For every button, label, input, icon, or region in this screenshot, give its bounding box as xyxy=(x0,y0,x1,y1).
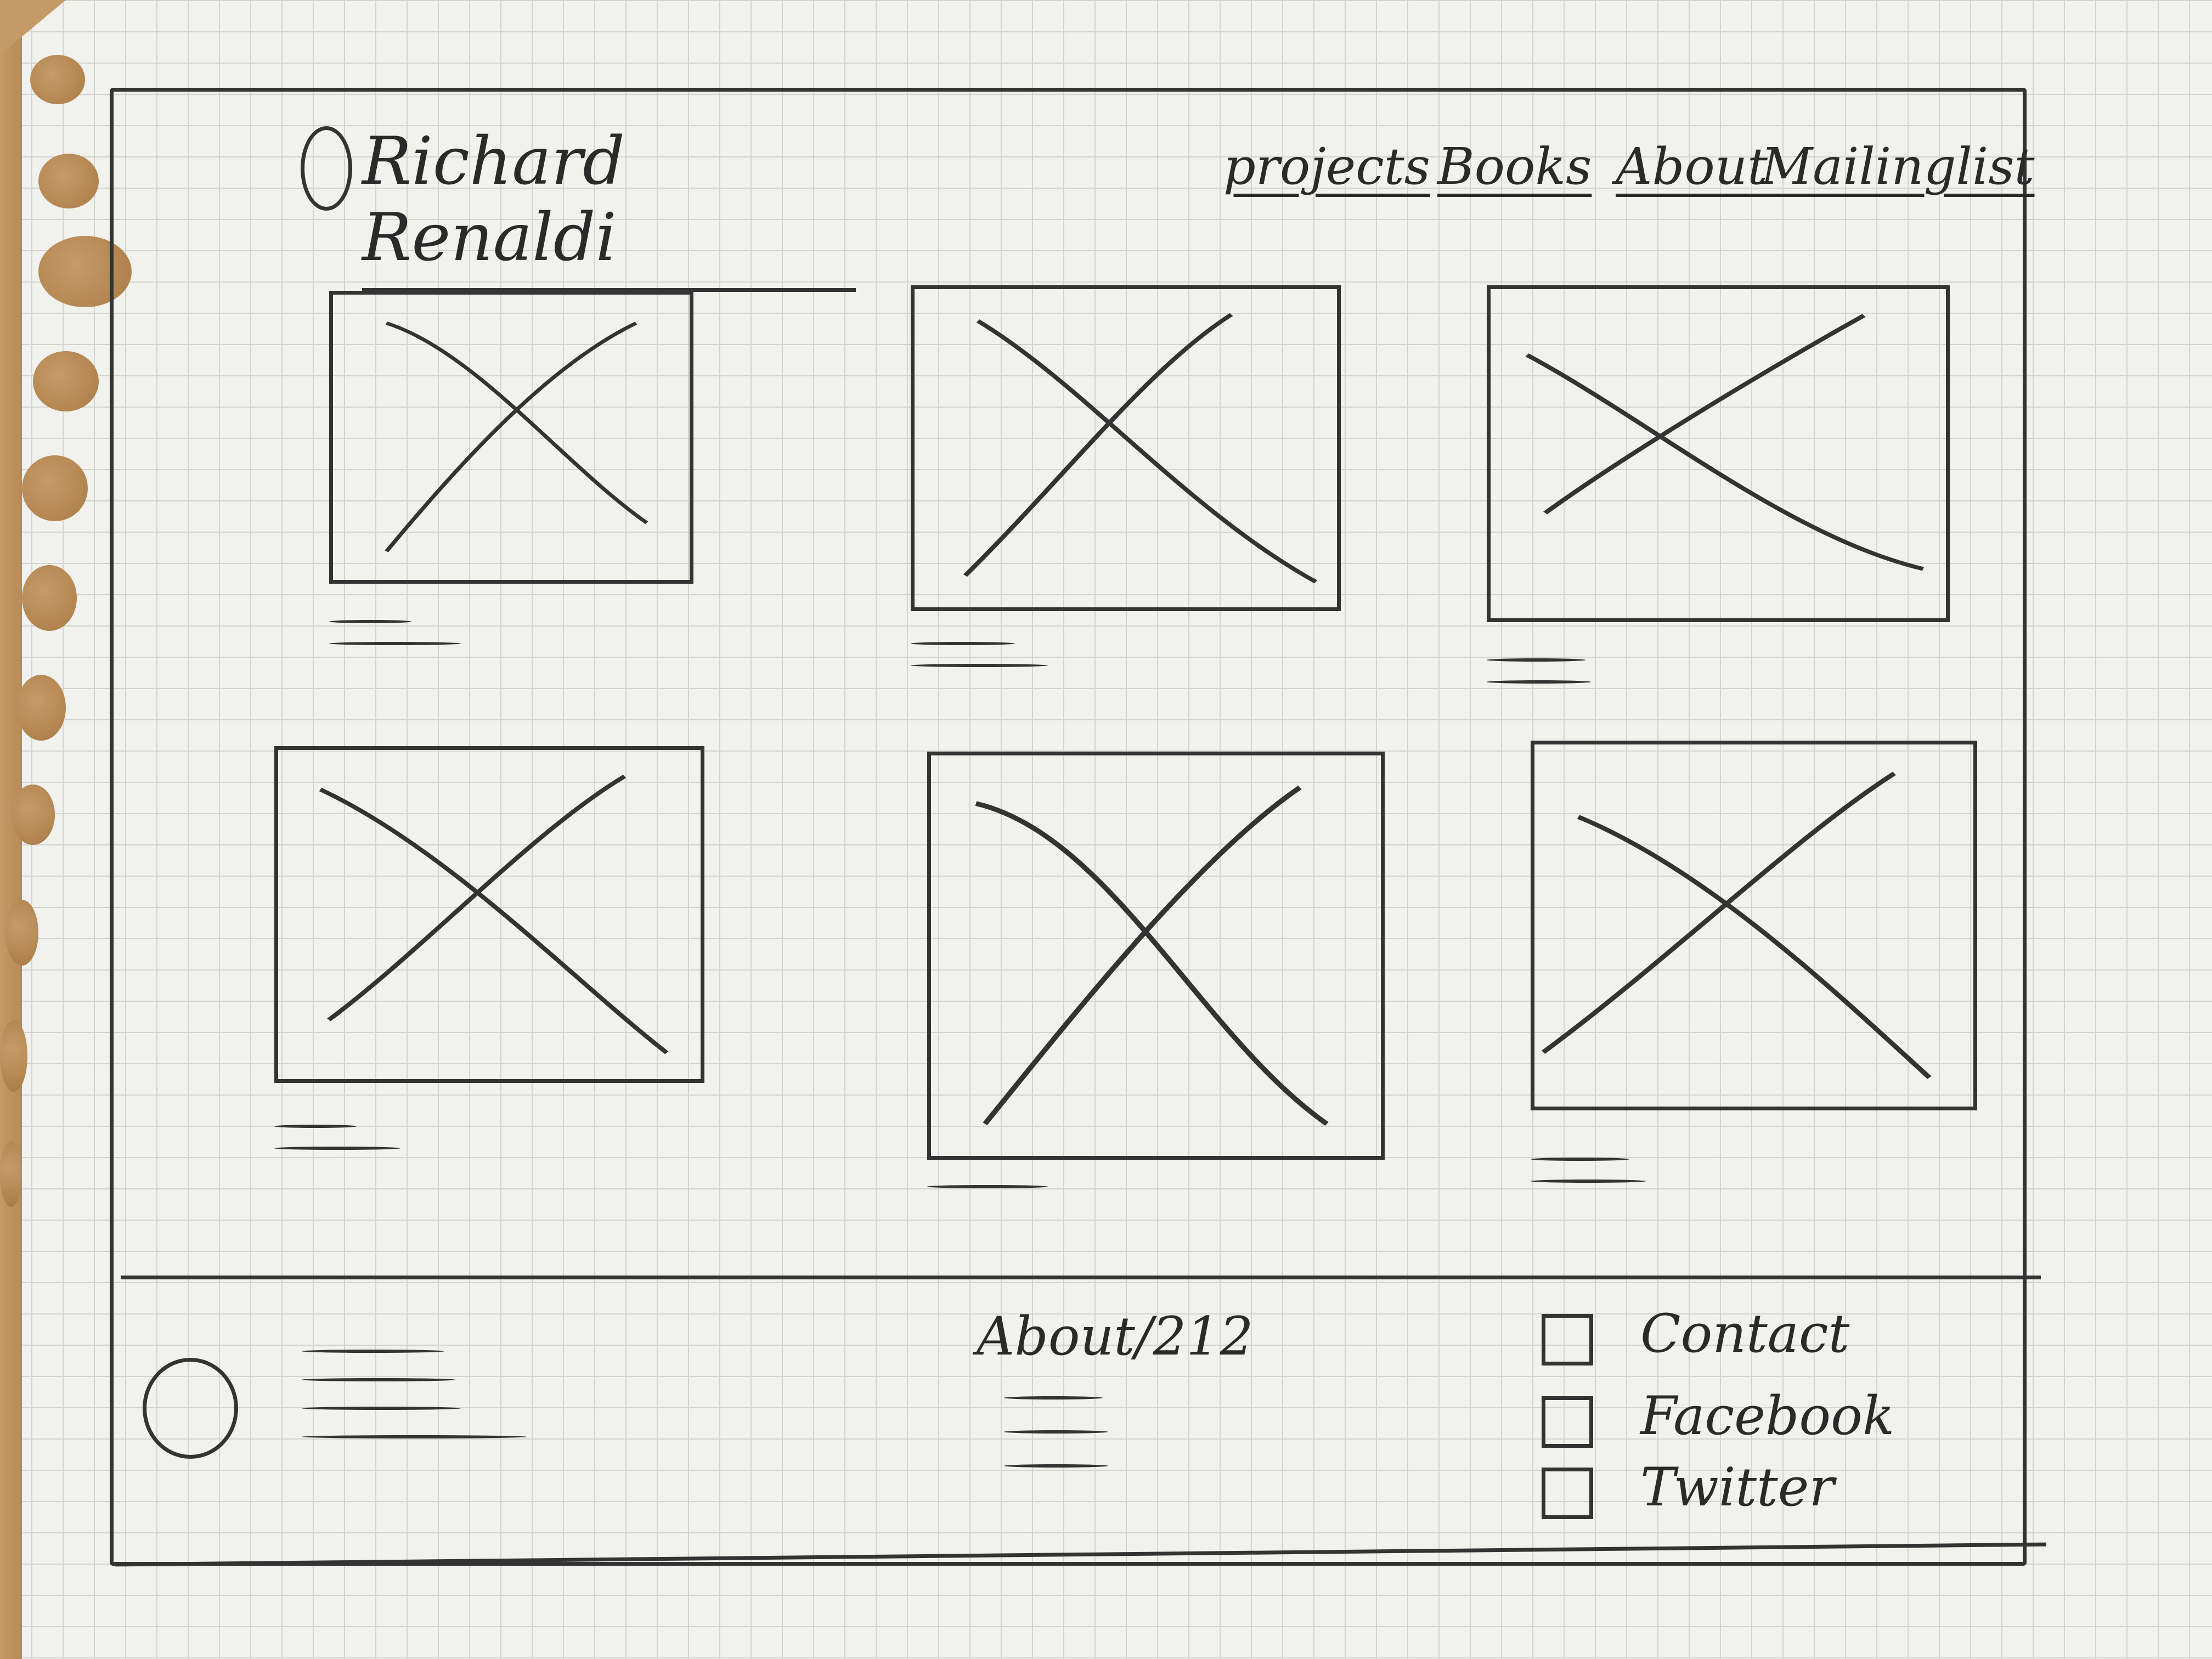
image-placeholder[interactable] xyxy=(1531,741,1977,1110)
facebook-icon xyxy=(1542,1396,1593,1448)
caption-placeholder xyxy=(1487,658,1591,702)
page-frame xyxy=(110,88,2027,1566)
gallery-card[interactable] xyxy=(1531,741,1980,1223)
gallery-card[interactable] xyxy=(1487,285,1953,702)
footer-about-heading: About/212 xyxy=(977,1306,1254,1367)
image-placeholder-icon xyxy=(385,321,648,552)
binder-hole xyxy=(0,1141,22,1207)
gallery-card[interactable] xyxy=(329,291,702,664)
nav-link-books[interactable]: Books xyxy=(1437,137,1592,196)
gallery-card[interactable] xyxy=(927,752,1421,1223)
gallery-card[interactable] xyxy=(274,746,724,1174)
binder-hole xyxy=(30,55,85,104)
image-placeholder[interactable] xyxy=(911,285,1341,611)
binder-hole xyxy=(22,455,88,521)
nav-link-mailinglist[interactable]: Mailinglist xyxy=(1761,137,2035,196)
image-placeholder[interactable] xyxy=(1487,285,1950,622)
social-label-facebook[interactable]: Facebook xyxy=(1640,1385,1895,1447)
binder-hole xyxy=(38,154,99,208)
binder-hole xyxy=(16,675,66,741)
binder-hole xyxy=(22,565,77,631)
image-placeholder-icon xyxy=(1541,771,1932,1079)
circle-icon[interactable] xyxy=(301,126,352,211)
social-label-contact[interactable]: Contact xyxy=(1640,1303,1850,1364)
caption-placeholder xyxy=(329,620,461,664)
caption-placeholder xyxy=(1531,1158,1646,1201)
nav-link-projects[interactable]: projects xyxy=(1223,137,1430,196)
binder-hole xyxy=(11,785,55,845)
site-title[interactable]: Richard Renaldi xyxy=(362,123,856,292)
gallery-card[interactable] xyxy=(911,285,1350,702)
image-placeholder[interactable] xyxy=(274,746,704,1083)
footer-text-placeholder xyxy=(302,1350,527,1464)
twitter-icon xyxy=(1542,1468,1593,1519)
social-label-twitter[interactable]: Twitter xyxy=(1640,1457,1835,1518)
image-placeholder-icon xyxy=(975,785,1329,1126)
image-placeholder-icon xyxy=(1525,314,1925,571)
caption-placeholder xyxy=(274,1125,400,1169)
binder-hole xyxy=(38,236,132,307)
binder-hole xyxy=(33,351,99,411)
caption-placeholder xyxy=(911,642,1048,686)
footer-divider xyxy=(121,1276,2041,1279)
circle-icon[interactable] xyxy=(143,1358,238,1459)
wood-corner xyxy=(0,0,66,55)
image-placeholder-icon xyxy=(319,775,669,1054)
footer-about-text-placeholder xyxy=(1004,1396,1108,1498)
binder-hole xyxy=(5,900,38,966)
binder-hole xyxy=(0,1020,27,1092)
image-placeholder-icon xyxy=(963,313,1318,584)
image-placeholder[interactable] xyxy=(927,752,1385,1160)
envelope-icon xyxy=(1542,1314,1593,1365)
nav-link-about[interactable]: About xyxy=(1616,137,1768,196)
caption-placeholder xyxy=(927,1185,1048,1207)
image-placeholder[interactable] xyxy=(329,291,693,584)
